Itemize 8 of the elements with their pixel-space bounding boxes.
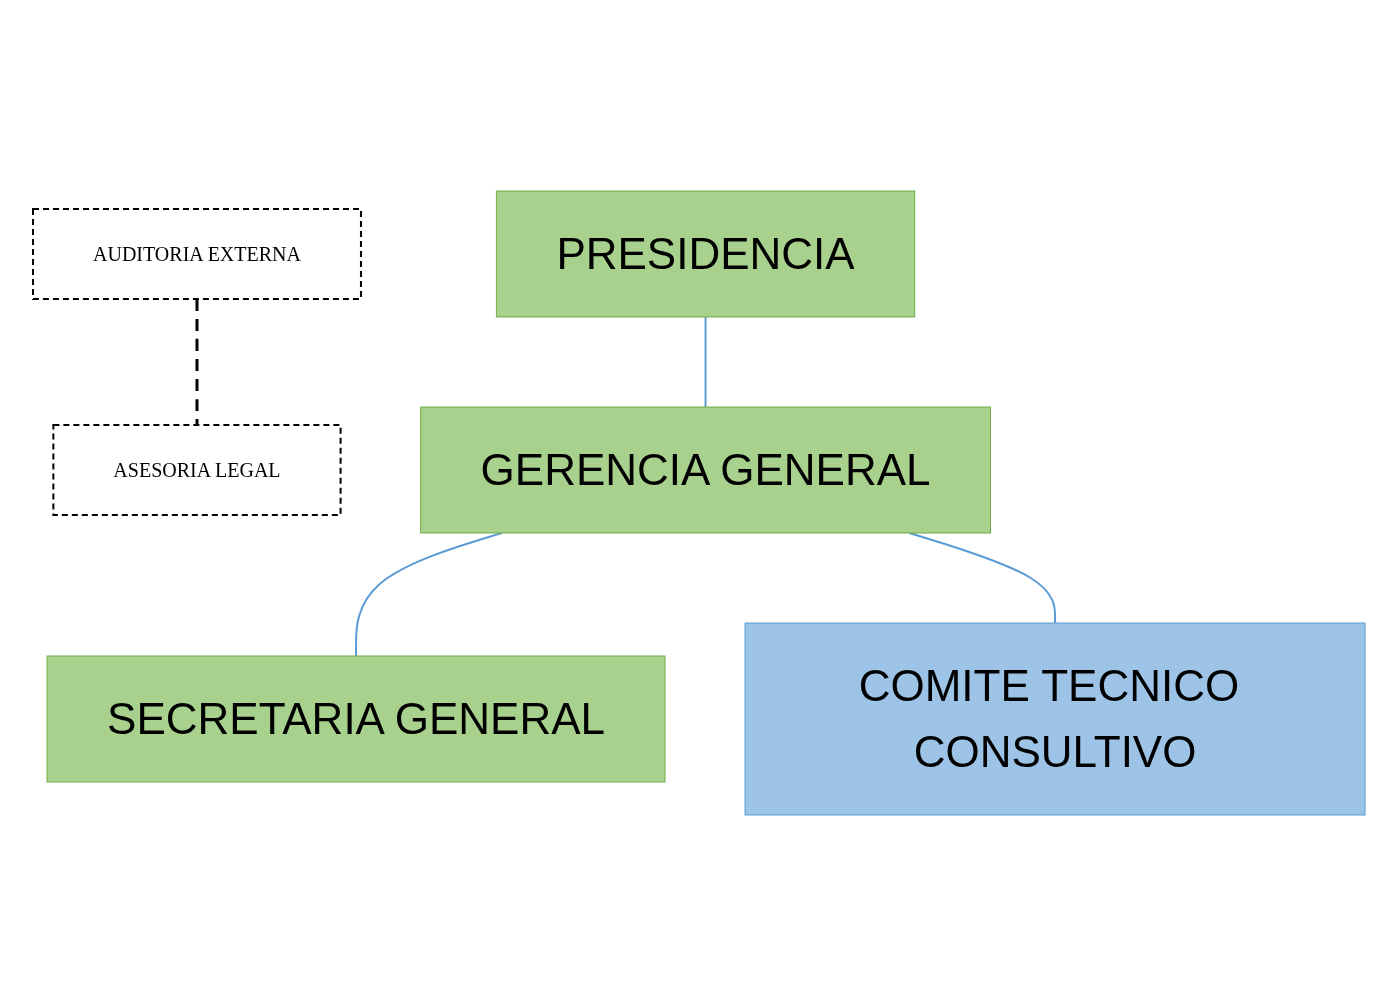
connector: [195, 299, 199, 425]
node-box: PRESIDENCIA: [496, 190, 916, 318]
node-box: ASESORIA LEGAL: [52, 424, 343, 516]
connector: [705, 316, 707, 408]
node-box: GERENCIA GENERAL: [420, 406, 992, 534]
node-box: SECRETARIA GENERAL: [47, 655, 666, 783]
node-box: COMITE TECNICO CONSULTIVO: [745, 622, 1366, 816]
node-box: AUDITORIA EXTERNA: [32, 208, 363, 300]
